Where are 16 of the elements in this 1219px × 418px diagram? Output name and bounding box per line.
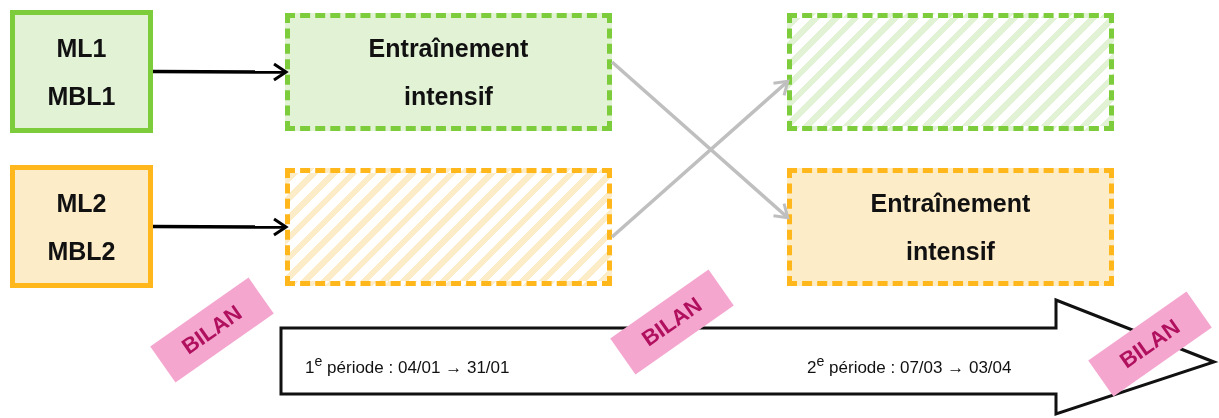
arrow [153, 217, 288, 237]
arrow [153, 62, 288, 82]
arrow [610, 60, 790, 220]
box-text: Entraînement intensif [367, 33, 530, 112]
process-box [787, 168, 1114, 286]
process-box [10, 10, 153, 133]
hatched-box [285, 168, 612, 286]
process-box [285, 13, 612, 131]
hatched-box [787, 13, 1114, 131]
period-text: 2$^{e}$ période : 07/03 → 03/04 [807, 353, 1012, 378]
box-text: ML2 MBL2 [46, 187, 117, 267]
box-text: ML1 MBL1 [46, 32, 117, 112]
period-text: 1$^{e}$ période : 04/01 → 31/01 [305, 353, 510, 378]
arrow [610, 79, 790, 239]
box-text: Entraînement intensif [869, 188, 1032, 267]
process-box [10, 165, 153, 288]
